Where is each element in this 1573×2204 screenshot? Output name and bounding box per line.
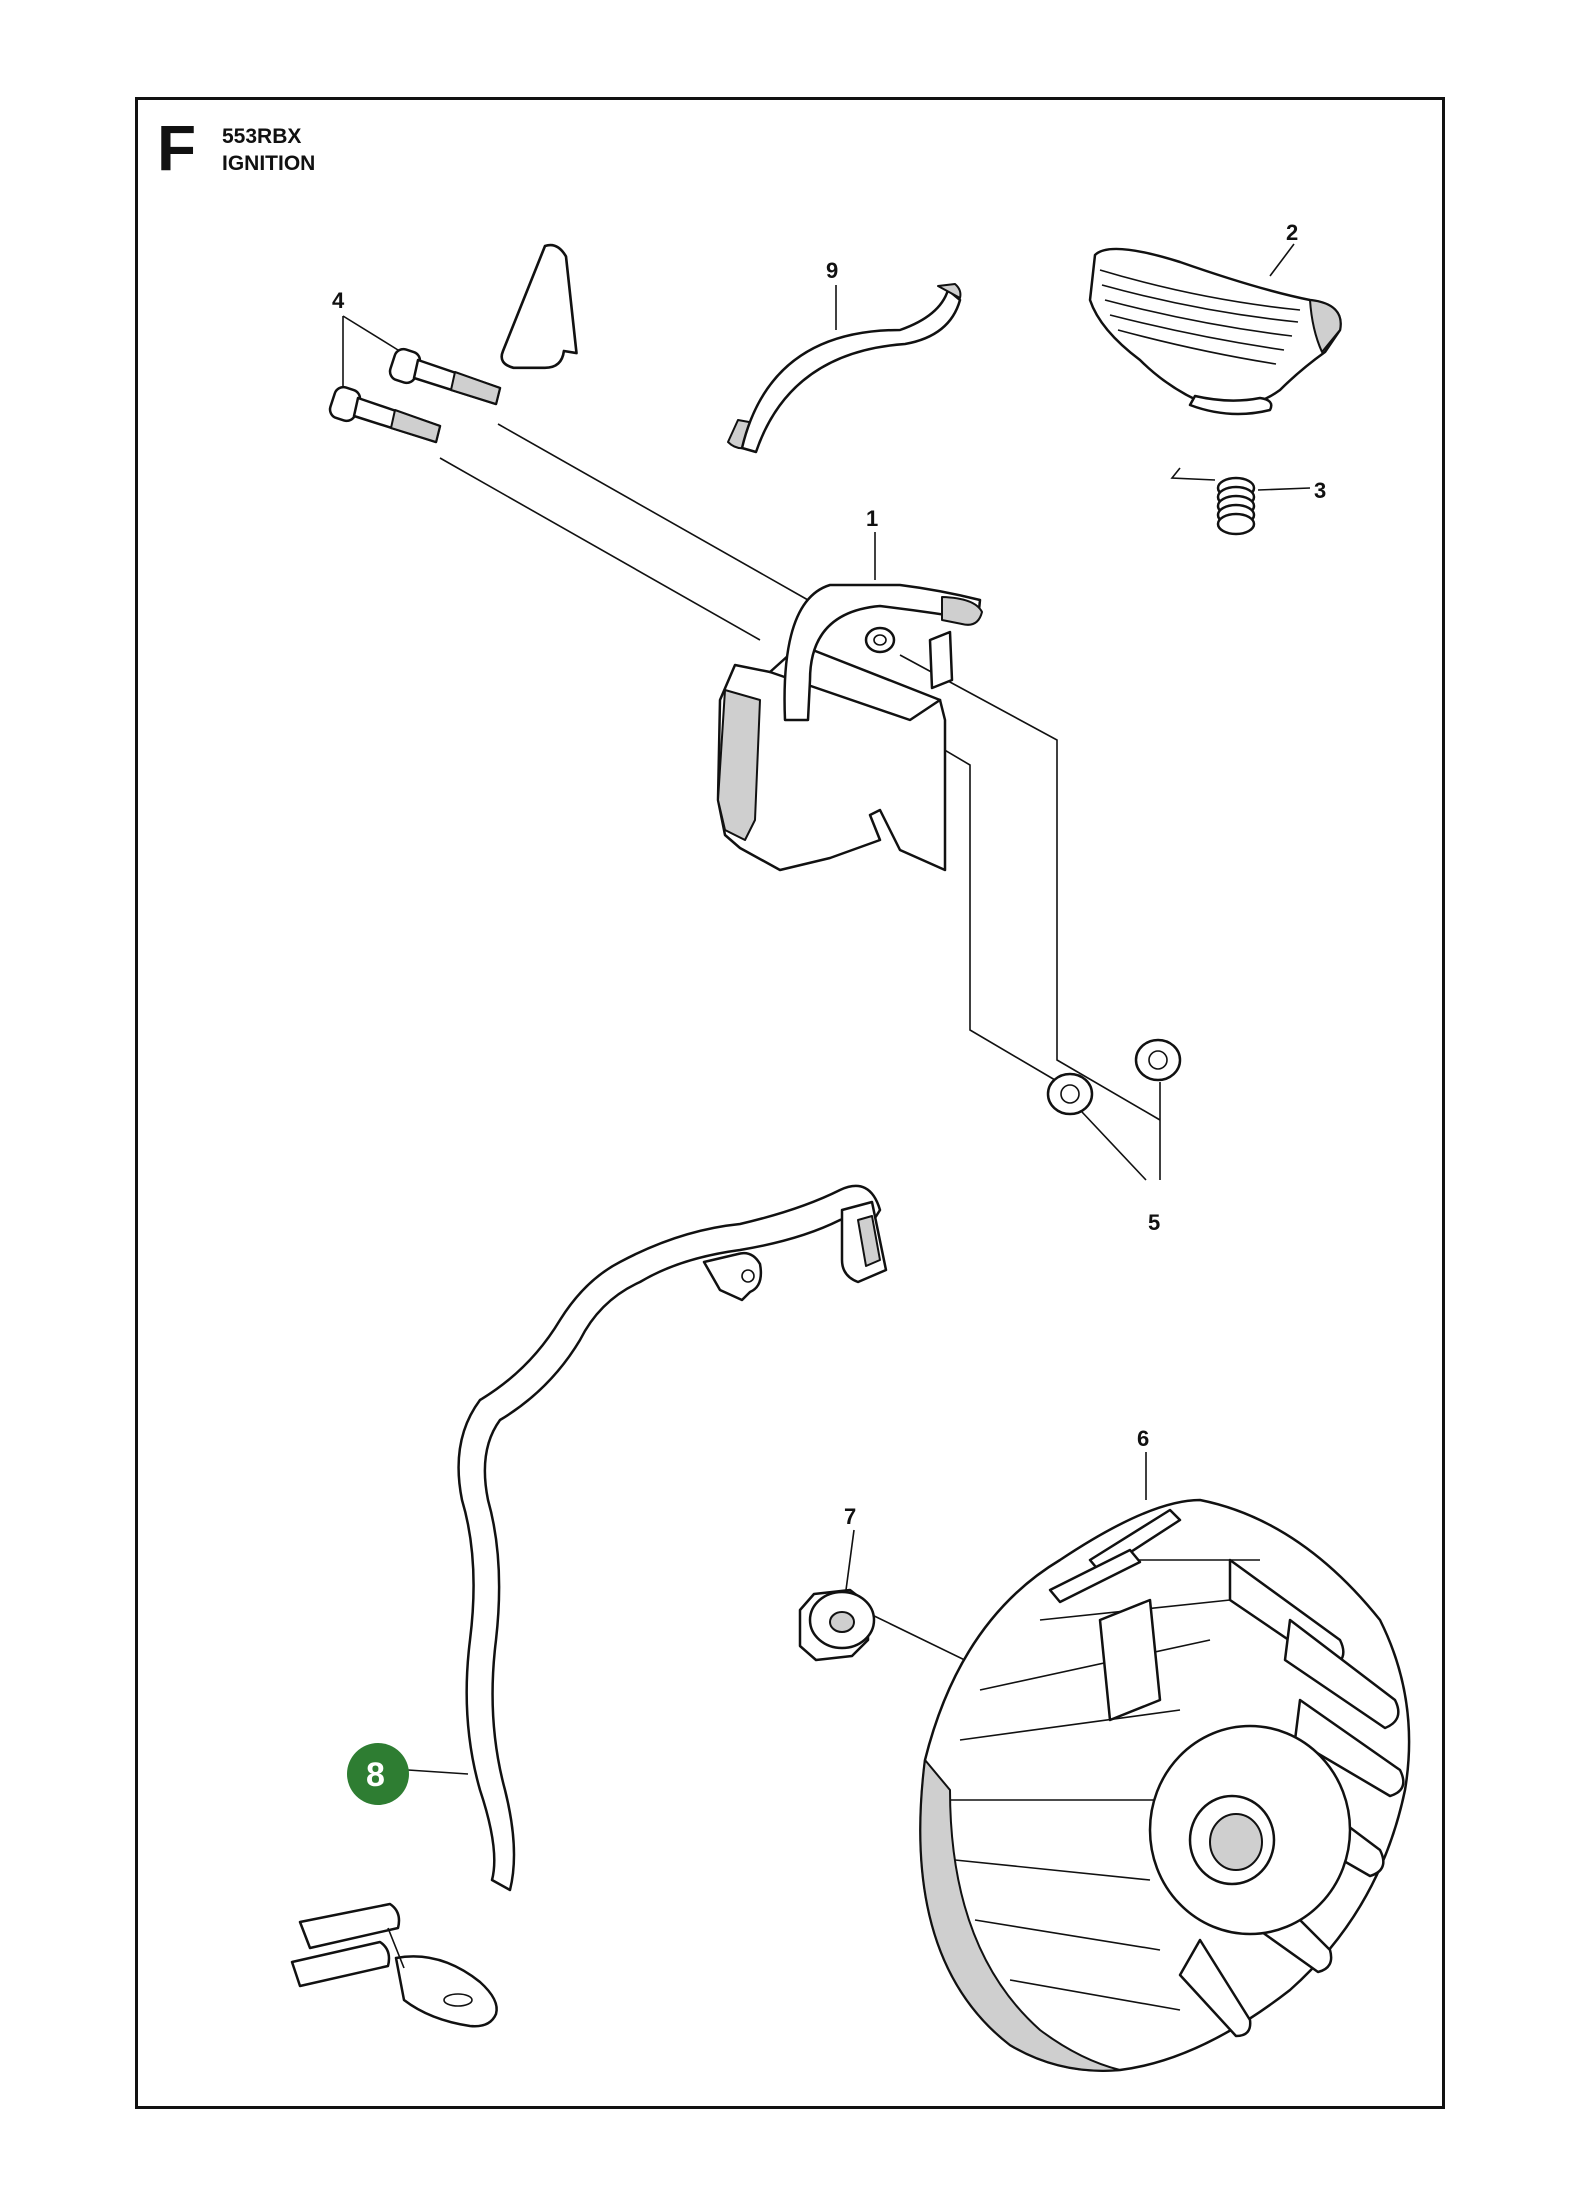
callout-7: 7 (844, 1504, 856, 1529)
callout-2: 2 (1286, 220, 1298, 245)
wire-bracket-part-9[interactable] (500, 243, 962, 454)
flywheel-part-6[interactable] (919, 1498, 1411, 2072)
highlight-badge (347, 1743, 409, 1805)
callout-4: 4 (332, 288, 345, 313)
ignition-module-part-1[interactable] (716, 583, 983, 872)
callout-1: 1 (866, 506, 878, 531)
callout-leaders (342, 243, 1311, 1775)
washers-part-5[interactable] (1046, 1038, 1182, 1181)
flywheel-nut-part-7[interactable] (798, 1588, 876, 1662)
callout-9: 9 (826, 258, 838, 283)
callout-3: 3 (1314, 478, 1326, 503)
diagram-title: IGNITION (222, 152, 316, 175)
spring-part-3[interactable] (1170, 467, 1256, 536)
callout-5: 5 (1148, 1210, 1160, 1235)
ignition-cable-part-8[interactable] (290, 1184, 888, 2028)
cover-part-2[interactable] (1088, 247, 1342, 416)
callout-6: 6 (1137, 1426, 1149, 1451)
section-letter: F (157, 112, 197, 184)
diagram-frame (135, 97, 1445, 2109)
highlighted-callout-8[interactable]: 8 (347, 1743, 409, 1805)
model-number: 553RBX (222, 125, 302, 148)
callout-8: 8 (366, 1756, 385, 1794)
screw-part-4[interactable] (328, 347, 502, 444)
